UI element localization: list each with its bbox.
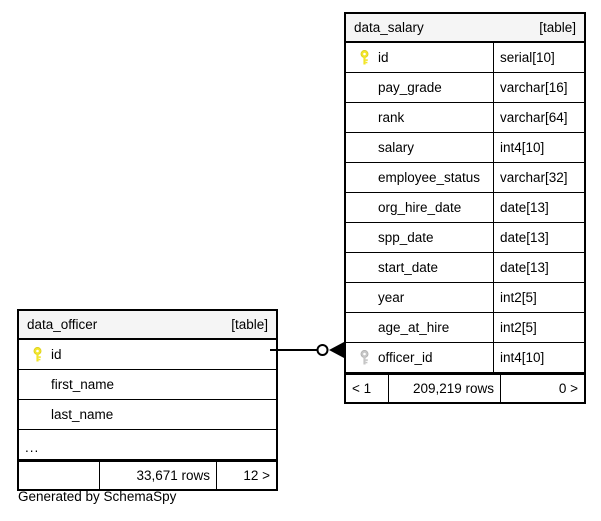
column-name-cell: first_name	[19, 370, 276, 399]
column-name-cell: pay_grade	[346, 73, 493, 102]
column-name: last_name	[51, 407, 114, 422]
table-row[interactable]: officer_id int4[10]	[346, 343, 584, 373]
yellow-key-icon	[27, 347, 47, 362]
column-name: rank	[378, 110, 405, 125]
row-count: 209,219 rows	[388, 375, 500, 402]
column-type: date[13]	[493, 253, 584, 282]
generated-by-caption: Generated by SchemaSpy	[18, 489, 177, 504]
column-name-cell: employee_status	[346, 163, 493, 192]
column-name: id	[378, 50, 389, 65]
column-type: date[13]	[493, 193, 584, 222]
column-name: id	[51, 347, 62, 362]
table-row[interactable]: pay_grade varchar[16]	[346, 73, 584, 103]
table-name: data_officer	[27, 317, 98, 332]
column-name-cell: salary	[346, 133, 493, 162]
column-name-cell: id	[346, 43, 493, 72]
table-footer-data-salary: < 1 209,219 rows 0 >	[346, 373, 584, 402]
table-title-data-salary: data_salary [table]	[346, 14, 584, 43]
table-title-data-officer: data_officer [table]	[19, 311, 276, 340]
table-row[interactable]: first_name	[19, 370, 276, 400]
column-name-cell: spp_date	[346, 223, 493, 252]
table-row[interactable]: id	[19, 340, 276, 370]
column-name: age_at_hire	[378, 320, 450, 335]
table-row[interactable]: salary int4[10]	[346, 133, 584, 163]
column-type: int4[10]	[493, 133, 584, 162]
column-name: pay_grade	[378, 80, 442, 95]
column-type: int2[5]	[493, 313, 584, 342]
more-columns-ellipsis: ...	[25, 440, 40, 455]
table-name: data_salary	[354, 20, 424, 35]
table-row[interactable]: rank varchar[64]	[346, 103, 584, 133]
gray-key-icon	[354, 350, 374, 365]
column-type: int2[5]	[493, 283, 584, 312]
table-row[interactable]: employee_status varchar[32]	[346, 163, 584, 193]
table-row[interactable]: age_at_hire int2[5]	[346, 313, 584, 343]
table-row[interactable]: start_date date[13]	[346, 253, 584, 283]
column-name-cell: id	[19, 340, 276, 369]
relationship-connector-officer-to-salary	[270, 326, 350, 366]
table-kind-label: [table]	[539, 20, 576, 35]
table-row[interactable]: org_hire_date date[13]	[346, 193, 584, 223]
column-type: varchar[64]	[493, 103, 584, 132]
table-row[interactable]: year int2[5]	[346, 283, 584, 313]
column-type: serial[10]	[493, 43, 584, 72]
column-type: date[13]	[493, 223, 584, 252]
column-name: employee_status	[378, 170, 481, 185]
column-name-cell: rank	[346, 103, 493, 132]
yellow-key-icon	[354, 50, 374, 65]
column-name: year	[378, 290, 405, 305]
child-relation-count[interactable]: 0 >	[500, 375, 584, 402]
table-entity-data-officer[interactable]: data_officer [table] id first_name	[17, 309, 278, 491]
parent-relation-count[interactable]: < 1	[352, 381, 372, 396]
column-type: varchar[16]	[493, 73, 584, 102]
column-name: org_hire_date	[378, 200, 462, 215]
table-row[interactable]: id serial[10]	[346, 43, 584, 73]
table-entity-data-salary[interactable]: data_salary [table] id serial[10] pay_gr…	[344, 12, 586, 404]
column-name: first_name	[51, 377, 115, 392]
table-row-more-columns[interactable]: ...	[19, 430, 276, 460]
column-name-cell: officer_id	[346, 343, 493, 372]
table-kind-label: [table]	[231, 317, 268, 332]
column-name-cell: age_at_hire	[346, 313, 493, 342]
column-name-cell: year	[346, 283, 493, 312]
column-name: salary	[378, 140, 415, 155]
column-type: int4[10]	[493, 343, 584, 372]
parent-relation-count[interactable]	[19, 462, 99, 489]
table-row[interactable]: last_name	[19, 400, 276, 430]
row-count: 33,671 rows	[99, 462, 216, 489]
column-name: spp_date	[378, 230, 434, 245]
column-name-cell: org_hire_date	[346, 193, 493, 222]
column-name: start_date	[378, 260, 439, 275]
child-relation-count[interactable]: 12 >	[216, 462, 276, 489]
column-name-cell: last_name	[19, 400, 276, 429]
column-name-cell: start_date	[346, 253, 493, 282]
column-type: varchar[32]	[493, 163, 584, 192]
table-row[interactable]: spp_date date[13]	[346, 223, 584, 253]
column-name: officer_id	[378, 350, 433, 365]
table-footer-data-officer: 33,671 rows 12 >	[19, 460, 276, 489]
